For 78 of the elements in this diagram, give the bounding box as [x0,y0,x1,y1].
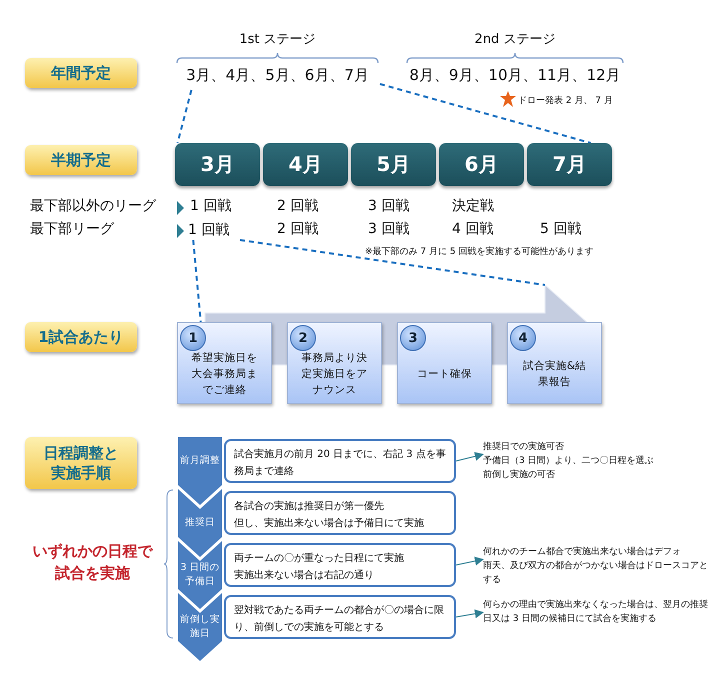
zoom-line [176,90,192,144]
badge-label: 1試合あたり [38,327,124,347]
description-text: 翌対戦であたる両チームの都合が〇の場合に限り、前倒しでの実施を可能とする [234,604,445,635]
description-text: 但し、実施出来ない場合は予備日にて実施 [234,516,425,531]
month-box [175,143,260,186]
note-text: 何らかの理由で実施出来なくなった場合は、翌月の推奨日又は 3 日間の候補日にて試合を実施する [483,598,709,626]
title-badge [25,145,137,175]
stage-heading: 1st ステージ [238,31,317,48]
month-list: 8月、9月、10月、11月、12月 [405,66,625,85]
phase-header-tab [178,437,222,505]
note-text: 推奨日での実施可否 [483,440,565,454]
month-label: 3月 [200,151,234,178]
title-badge [25,437,137,489]
month-label: 4月 [288,151,322,178]
step-text: コート確保 [416,367,473,382]
description-text: 実施出来ない場合は右記の通り [234,568,375,583]
note-text: 予備日（3 日間）より、二つ〇日程を選ぶ [483,454,655,468]
round-label: 1 回戦 [188,221,240,240]
step-number: 3 [400,325,426,351]
footnote: ※最下部のみ 7 月に 5 回戦を実施する可能性があります [365,246,594,258]
round-label: 3 回戦 [368,220,410,238]
month-label: 7月 [552,151,586,178]
arrow [456,556,484,566]
badge-label: 年間予定 [51,63,111,83]
round-label: 決定戦 [452,197,494,215]
phase-header-tab [178,489,222,557]
round-label: 5 回戦 [540,220,582,238]
description-box [224,595,456,639]
side-note: いずれかの日程で試合を実施 [32,541,154,584]
round-label: ドロー発表 2 月、 7 月 [518,94,613,107]
month-label: 6月 [464,151,498,178]
note-text: 雨天、及び双方の都合がつかない場合はドロースコアとする [483,560,709,587]
arrow [456,452,484,462]
description-text: 試合実施月の前月 20 日までに、右記 3 点を事務局まで連絡 [234,448,446,479]
step-number: 2 [290,325,316,351]
stage-heading: 2nd ステージ [474,31,556,48]
step-label: 前倒し実施日 [179,613,221,641]
description-text: 両チームの〇が重なった日程にて実施 [234,552,405,566]
zoom-line [240,239,546,286]
arrow [456,609,484,618]
phase-header-tab [178,593,222,661]
description-text: 各試合の実施は推奨日が第一優先 [234,500,385,514]
badge-label: 日程調整と実施手順 [42,443,120,483]
step-label: 推奨日 [184,516,216,530]
zoom-line [192,240,202,322]
step-label: 前月調整 [179,454,221,468]
step-label: 3 日間の予備日 [179,561,221,589]
step-number: 4 [510,325,536,351]
zoom-line [380,83,592,144]
step-text: 試合実施&結果報告 [522,359,588,390]
step-box [287,322,382,404]
step-box [397,322,492,404]
step-box [177,322,272,404]
month-box [351,143,436,186]
step-text: 事務局より決定実施日をアナウンス [300,351,368,397]
round-label: 4 回戦 [452,220,494,238]
title-badge [25,322,137,352]
title-badge [25,58,137,88]
description-box [224,439,456,483]
note-text: 何れかのチーム都合で実施出来ない場合はデフォ [483,546,682,559]
round-label: 3 回戦 [368,197,410,215]
description-box [224,543,456,587]
description-box [224,491,456,535]
note-text: 前倒し実施の可否 [483,468,556,482]
badge-label: 半期予定 [51,150,111,170]
round-label: 2 回戦 [277,220,318,238]
step-text: 希望実施日を大会事務局までご連絡 [190,351,258,397]
month-box [263,143,348,186]
month-box [439,143,524,186]
step-box [507,322,602,404]
round-label: 1 回戦 [190,197,232,215]
month-box [527,143,612,186]
round-label: 2 回戦 [277,197,318,215]
row-header: 最下部以外のリーグ [30,197,156,215]
month-label: 5月 [376,151,410,178]
step-number: 1 [180,325,206,351]
month-list: 3月、4月、5月、6月、7月 [175,66,380,85]
row-header: 最下部リーグ [30,220,114,238]
